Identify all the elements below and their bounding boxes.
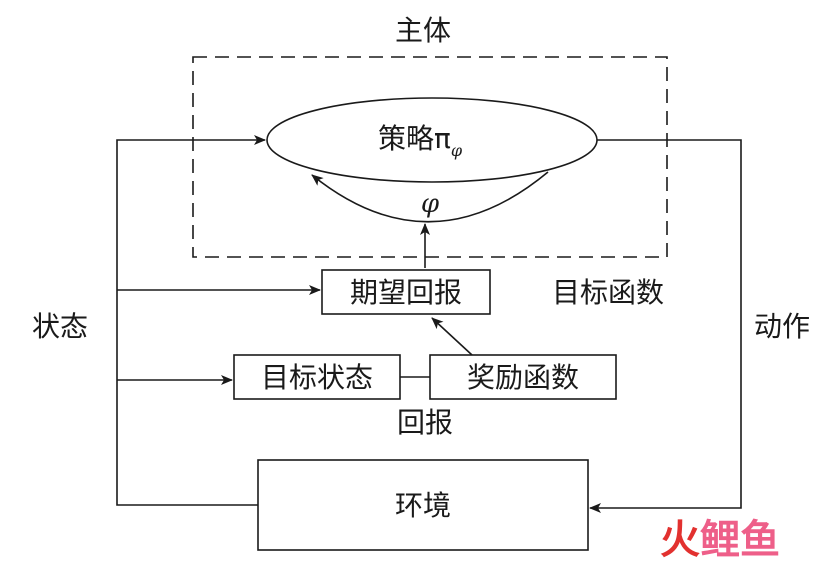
expected-return-box bbox=[321, 269, 491, 315]
reward-function-label: 奖励函数 bbox=[467, 361, 579, 394]
agent-boundary bbox=[192, 56, 668, 258]
goal-state-label: 目标状态 bbox=[261, 361, 373, 394]
parameter-update-arc bbox=[311, 171, 549, 223]
state-feedback-path bbox=[116, 135, 266, 506]
environment-label: 环境 bbox=[395, 489, 451, 522]
policy-label-subscript: φ bbox=[451, 141, 463, 160]
return-label: 回报 bbox=[397, 406, 453, 439]
expected-return-label: 期望回报 bbox=[350, 276, 462, 309]
watermark-part2: 鲤鱼 bbox=[700, 517, 780, 562]
watermark-part1: 火 bbox=[660, 517, 700, 562]
state-label: 状态 bbox=[32, 310, 88, 343]
reward-to-return-arrow bbox=[431, 317, 473, 356]
action-path bbox=[589, 139, 742, 513]
agent-title: 主体 bbox=[395, 14, 451, 47]
policy-label: 策略πφ bbox=[378, 122, 463, 160]
reward-function-box bbox=[429, 354, 617, 400]
watermark-logo: 火鲤鱼 bbox=[660, 517, 780, 562]
parameter-label: φ bbox=[421, 189, 440, 219]
policy-label-text: 策略π bbox=[378, 122, 451, 155]
objective-function-label: 目标函数 bbox=[552, 276, 664, 309]
action-label: 动作 bbox=[754, 310, 810, 343]
